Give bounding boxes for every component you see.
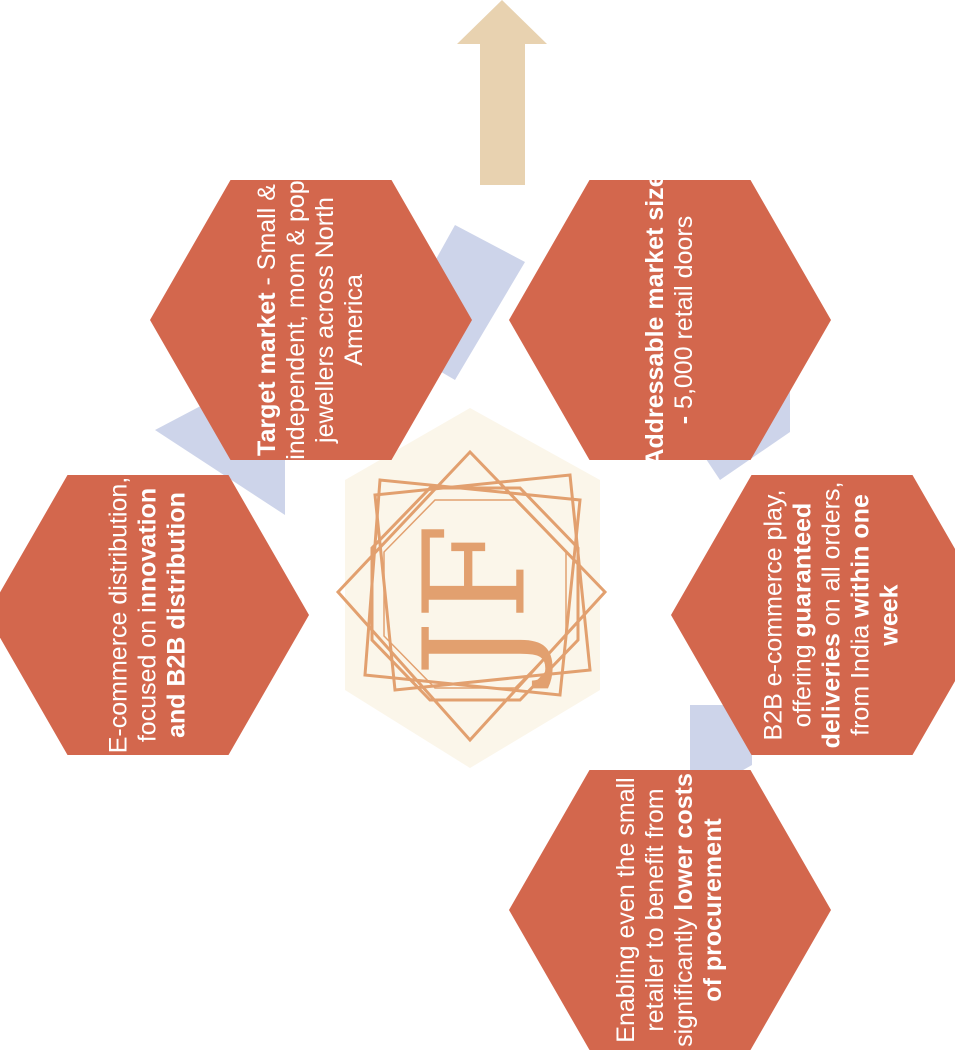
hexagon-b2b-ecommerce-play-text: B2B e-commerce play, offering guaranteed… xyxy=(760,475,905,755)
logo-outer-octagon xyxy=(370,486,580,702)
hexagon-ecommerce-distribution-text: E-commerce distribution, focused on inno… xyxy=(105,475,192,755)
hexagon-addressable-market: Addressable market size - 5,000 retail d… xyxy=(509,180,831,460)
logo-square-2 xyxy=(363,478,582,697)
logo-square-1 xyxy=(373,473,592,692)
hexagon-addressable-market-text: Addressable market size - 5,000 retail d… xyxy=(641,180,699,460)
center-logo: JF xyxy=(335,408,608,768)
hexagon-procurement: Enabling even the small retailer to bene… xyxy=(509,770,831,1050)
hexagon-procurement-text: Enabling even the small retailer to bene… xyxy=(612,770,728,1050)
up-arrow xyxy=(457,0,547,185)
logo-monogram: JF xyxy=(395,523,558,688)
hexagon-text-run: Target market xyxy=(253,292,281,456)
hexagon-text-run: 5,000 retail doors xyxy=(670,215,698,416)
hexagon-target-market-text: Target market - Small & independent, mom… xyxy=(253,180,369,460)
logo-inner-octagon xyxy=(383,499,567,689)
